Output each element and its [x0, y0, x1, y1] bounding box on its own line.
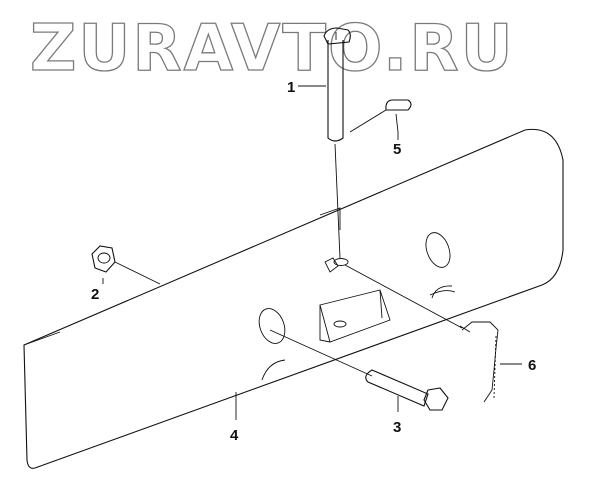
- ref-label-5: 5: [393, 141, 401, 158]
- clip-5: [349, 99, 412, 133]
- wire-6: [344, 264, 499, 403]
- pin-1: [323, 27, 351, 259]
- beam-4: [23, 128, 564, 469]
- ref-label-3: 3: [393, 419, 401, 436]
- watermark-text: ZURAVTO.RU: [30, 12, 515, 86]
- ref-label-4: 4: [230, 427, 239, 444]
- ref-label-1: 1: [287, 79, 295, 96]
- nut-2: [91, 245, 161, 285]
- ref-label-6: 6: [528, 357, 536, 374]
- ref-label-2: 2: [91, 286, 99, 303]
- bolt-3: [269, 329, 449, 411]
